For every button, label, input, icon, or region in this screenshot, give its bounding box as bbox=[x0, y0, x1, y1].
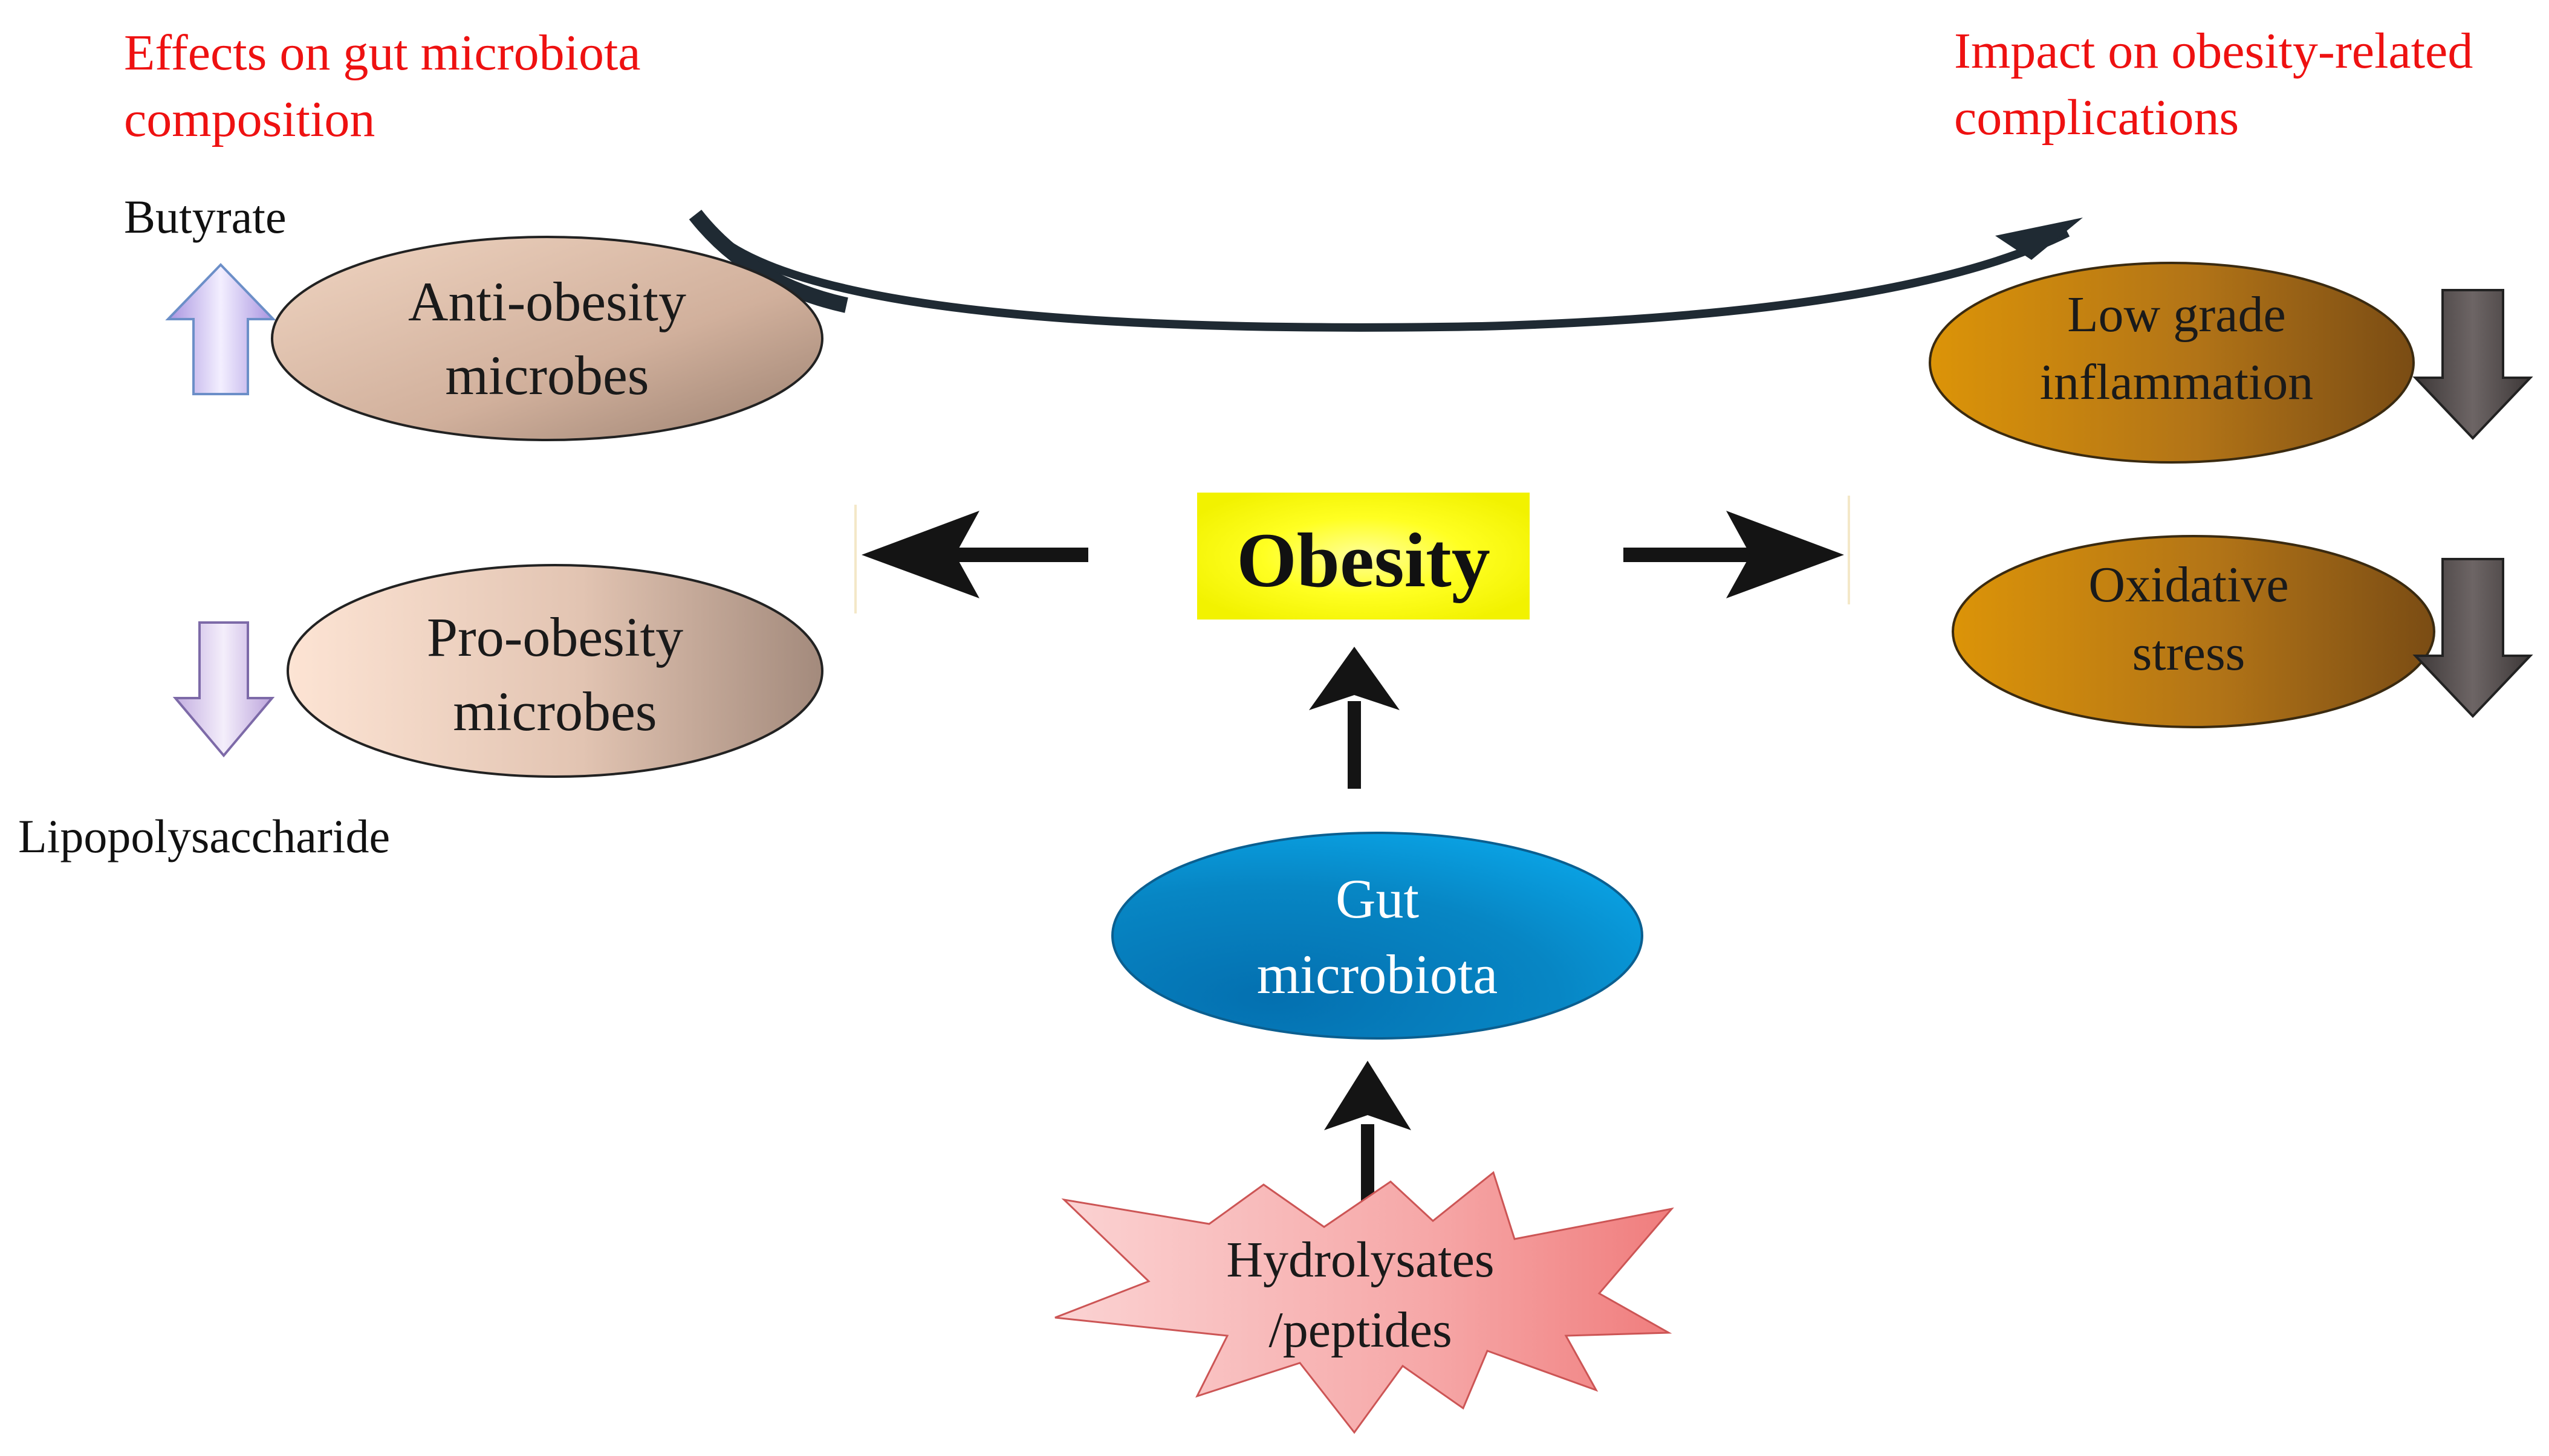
oxidative-down-arrow-icon bbox=[2412, 558, 2533, 718]
pro-obesity-microbes-node bbox=[287, 564, 823, 778]
curved-arrow-head bbox=[1995, 218, 2083, 260]
heading-left-line1: Effects on gut microbiota bbox=[124, 25, 641, 81]
hydrolysates-line1: Hydrolysates bbox=[1226, 1232, 1494, 1288]
anti-obesity-line2: microbes bbox=[445, 345, 649, 406]
left-arrow-head bbox=[862, 511, 979, 598]
gut-to-obesity-head bbox=[1309, 647, 1400, 710]
curved-arrow bbox=[695, 215, 2070, 332]
hydrolysates-line2: /peptides bbox=[1268, 1302, 1452, 1358]
inflammation-down-arrow-icon bbox=[2412, 289, 2533, 440]
oxidative-line2: stress bbox=[2132, 625, 2245, 681]
right-arrow-head bbox=[1726, 511, 1844, 598]
hydrolysates-burst bbox=[1054, 1171, 1674, 1434]
curved-arrow-tail bbox=[689, 209, 848, 313]
oxidative-line1: Oxidative bbox=[2088, 557, 2288, 613]
heading-left-line2: composition bbox=[124, 91, 375, 147]
lipopolysaccharide-label: Lipopolysaccharide bbox=[18, 810, 390, 862]
gut-microbiota-line1: Gut bbox=[1336, 868, 1419, 930]
heading-right-line2: complications bbox=[1954, 89, 2239, 146]
up-arrow-icon bbox=[165, 263, 276, 395]
obesity-box bbox=[1197, 493, 1530, 620]
oxidative-stress-node bbox=[1952, 535, 2435, 728]
anti-obesity-line1: Anti-obesity bbox=[408, 271, 686, 332]
inflammation-node bbox=[1929, 262, 2415, 464]
inflammation-line1: Low grade bbox=[2067, 286, 2286, 343]
butyrate-label: Butyrate bbox=[124, 190, 287, 243]
gut-microbiota-node bbox=[1111, 832, 1643, 1040]
gut-microbiota-line2: microbiota bbox=[1257, 943, 1498, 1005]
pro-obesity-line1: Pro-obesity bbox=[427, 606, 683, 668]
inflammation-line2: inflammation bbox=[2040, 354, 2314, 410]
hydrolysates-to-gut-head bbox=[1324, 1061, 1411, 1130]
anti-obesity-microbes-node bbox=[271, 236, 823, 441]
obesity-label: Obesity bbox=[1236, 517, 1490, 603]
down-arrow-icon bbox=[172, 621, 275, 758]
heading-right-line1: Impact on obesity-related bbox=[1954, 23, 2473, 79]
pro-obesity-line2: microbes bbox=[453, 681, 657, 742]
